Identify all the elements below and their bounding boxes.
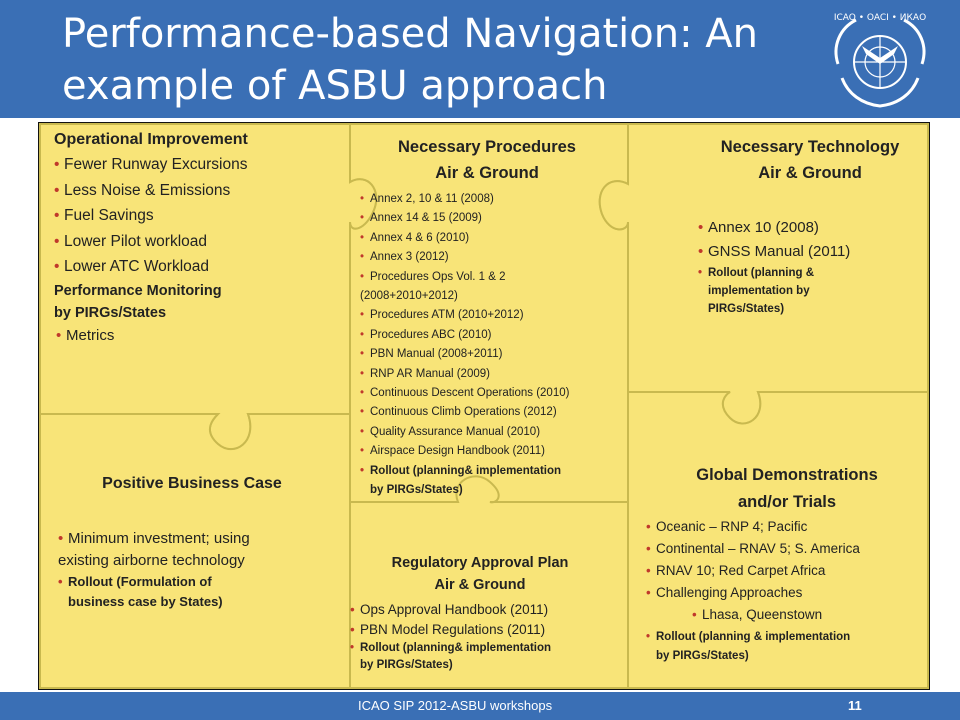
procedures-rollout-line-2: by PIRGs/States) <box>370 484 463 497</box>
procedures-rollout: Rollout (planning& implementation <box>360 462 622 482</box>
list-item: Fuel Savings <box>54 203 324 229</box>
list-item: Metrics <box>56 324 324 348</box>
demonstrations-rollout-line-1: Rollout (planning & implementation <box>646 628 928 647</box>
slide-title: Performance-based Navigation: An example… <box>62 8 802 112</box>
title-line-2: example of ASBU approach <box>62 63 608 109</box>
list-item: Annex 4 & 6 (2010) <box>360 229 622 249</box>
slide-footer: ICAO SIP 2012-ASBU workshops 11 <box>0 692 960 720</box>
procedures-heading-line-1: Necessary Procedures <box>398 138 576 156</box>
business-list: Minimum investment; using existing airbo… <box>58 528 326 572</box>
demonstrations-heading-line-2: and/or Trials <box>737 493 837 511</box>
list-item: Continuous Climb Operations (2012) <box>360 403 622 423</box>
list-item: Lower Pilot workload <box>54 229 324 255</box>
regulatory-rollout: Rollout (planning& implementation by PIR… <box>350 640 610 674</box>
technology-list: Annex 10 (2008) GNSS Manual (2011) <box>698 216 940 264</box>
regulatory-heading-line-2: Air & Ground <box>434 577 526 593</box>
technology-heading-line-2: Air & Ground <box>758 164 862 182</box>
list-item: Quality Assurance Manual (2010) <box>360 423 622 443</box>
panel-positive-business-case: Positive Business Case Minimum investmen… <box>58 472 326 612</box>
regulatory-list: Ops Approval Handbook (2011) PBN Model R… <box>350 600 610 640</box>
list-item: Annex 14 & 15 (2009) <box>360 209 622 229</box>
list-item: Annex 10 (2008) <box>698 216 940 240</box>
procedures-list: Annex 2, 10 & 11 (2008) Annex 14 & 15 (2… <box>360 190 622 501</box>
regulatory-heading-line-1: Regulatory Approval Plan <box>391 555 569 571</box>
procedures-heading-line-2: Air & Ground <box>435 164 539 182</box>
list-item: Airspace Design Handbook (2011) <box>360 442 622 462</box>
panel-global-demonstrations: Global Demonstrations and/or Trials Ocea… <box>646 462 928 666</box>
monitoring-heading: Performance Monitoring by PIRGs/States <box>54 280 324 324</box>
business-rollout-line-1: Rollout (Formulation of <box>58 572 326 592</box>
panel-regulatory-approval: Regulatory Approval Plan Air & Ground Op… <box>350 552 610 674</box>
list-item: Challenging Approaches <box>646 582 928 604</box>
demonstrations-rollout: Rollout (planning & implementation by PI… <box>646 628 928 666</box>
demonstrations-heading: Global Demonstrations and/or Trials <box>646 462 928 516</box>
business-rollout: Rollout (Formulation of business case by… <box>58 572 326 612</box>
technology-rollout-line-1: Rollout (planning & <box>698 264 940 282</box>
list-item-continuation: (2008+2010+2012) <box>360 290 458 303</box>
list-item: GNSS Manual (2011) <box>698 240 940 264</box>
list-item: Procedures ATM (2010+2012) <box>360 306 622 326</box>
list-item: RNP AR Manual (2009) <box>360 365 622 385</box>
list-item: Annex 3 (2012) <box>360 248 622 268</box>
technology-heading: Necessary Technology Air & Ground <box>680 134 940 186</box>
list-item: Lower ATC Workload <box>54 254 324 280</box>
icao-logo-icon: ICAO • OACI • ИКАО <box>834 13 926 108</box>
list-item: Continuous Descent Operations (2010) <box>360 384 622 404</box>
logo-text: ICAO • OACI • ИКАО <box>834 13 926 23</box>
demonstrations-heading-line-1: Global Demonstrations <box>696 466 878 484</box>
page-number: 11 <box>848 698 862 713</box>
list-item: PBN Model Regulations (2011) <box>350 620 610 640</box>
procedures-heading: Necessary Procedures Air & Ground <box>352 134 622 186</box>
technology-heading-line-1: Necessary Technology <box>720 138 900 156</box>
technology-rollout: Rollout (planning & implementation by PI… <box>698 264 940 318</box>
list-item: Procedures ABC (2010) <box>360 326 622 346</box>
operational-heading: Operational Improvement <box>54 131 248 148</box>
panel-necessary-technology: Necessary Technology Air & Ground Annex … <box>680 134 940 318</box>
list-item: Minimum investment; using <box>58 528 326 550</box>
monitoring-list: Metrics <box>56 324 324 348</box>
list-item-continuation: existing airborne technology <box>58 552 245 569</box>
regulatory-heading: Regulatory Approval Plan Air & Ground <box>350 552 610 596</box>
list-item: Less Noise & Emissions <box>54 178 324 204</box>
list-item: Annex 2, 10 & 11 (2008) <box>360 190 622 210</box>
panel-operational-improvement: Operational Improvement Fewer Runway Exc… <box>54 128 324 348</box>
operational-list: Fewer Runway Excursions Less Noise & Emi… <box>54 152 324 280</box>
demonstrations-rollout-line-2: by PIRGs/States) <box>656 650 749 662</box>
list-item: PBN Manual (2008+2011) <box>360 345 622 365</box>
business-heading: Positive Business Case <box>102 475 282 492</box>
list-item: Procedures Ops Vol. 1 & 2 <box>360 268 622 288</box>
panel-necessary-procedures: Necessary Procedures Air & Ground Annex … <box>352 134 622 501</box>
list-item: Lhasa, Queenstown <box>692 604 928 626</box>
list-item: RNAV 10; Red Carpet Africa <box>646 560 928 582</box>
list-item: Oceanic – RNP 4; Pacific <box>646 516 928 538</box>
regulatory-rollout-line-1: Rollout (planning& implementation <box>350 640 610 657</box>
demonstrations-list: Oceanic – RNP 4; Pacific Continental – R… <box>646 516 928 626</box>
title-line-1: Performance-based Navigation: An <box>62 11 759 57</box>
list-item: Fewer Runway Excursions <box>54 152 324 178</box>
monitoring-heading-line-1: Performance Monitoring <box>54 282 222 299</box>
technology-rollout-line-3: PIRGs/States) <box>708 303 785 315</box>
business-rollout-line-2: business case by States) <box>68 594 223 609</box>
list-item: Continental – RNAV 5; S. America <box>646 538 928 560</box>
puzzle-piece-business <box>39 413 351 689</box>
technology-rollout-line-2: implementation by <box>708 285 810 297</box>
monitoring-heading-line-2: by PIRGs/States <box>54 304 167 321</box>
list-item: Ops Approval Handbook (2011) <box>350 600 610 620</box>
regulatory-rollout-line-2: by PIRGs/States) <box>360 659 453 671</box>
footer-text: ICAO SIP 2012-ASBU workshops <box>358 698 553 713</box>
slide-header: Performance-based Navigation: An example… <box>0 0 960 118</box>
